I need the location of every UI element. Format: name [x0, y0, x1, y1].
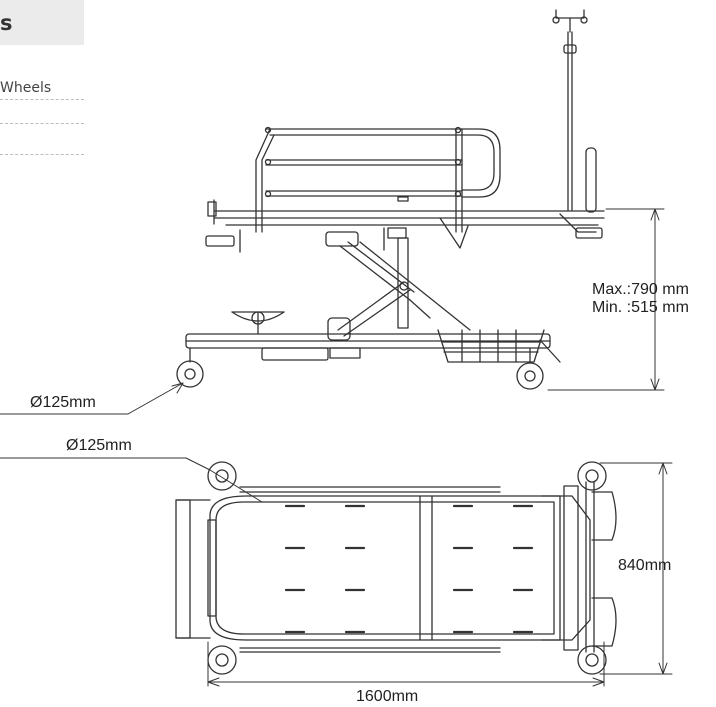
divider	[0, 154, 84, 155]
length-label: 1600mm	[356, 688, 419, 705]
wheel-leader-top	[0, 457, 263, 503]
side-wheels	[176, 347, 544, 390]
top-wheel-diameter-label: Ø125mm	[66, 437, 132, 454]
side-rail	[255, 126, 501, 233]
iv-pole	[552, 9, 588, 211]
length-dimension	[207, 641, 605, 687]
scissor-lift	[325, 227, 471, 341]
wheel-leader-side	[0, 382, 184, 415]
height-dimension	[547, 208, 665, 391]
side-view-drawing	[0, 9, 665, 415]
width-dimension	[599, 462, 673, 675]
section-tab[interactable]: s	[0, 0, 84, 45]
section-heading: s	[0, 11, 13, 35]
mattress-platform	[209, 495, 561, 641]
divider	[0, 123, 84, 124]
push-handle	[585, 147, 597, 213]
side-wheel-diameter-label: Ø125mm	[30, 394, 96, 411]
sidebar-item-label: Wheels	[0, 80, 52, 96]
divider	[0, 99, 84, 100]
sidebar-item-wheels[interactable]: Wheels	[0, 80, 51, 96]
top-view-drawing	[0, 457, 673, 687]
width-label: 840mm	[618, 557, 672, 574]
max-height-label: Max.:790 mm	[592, 281, 689, 298]
deck-frame	[205, 199, 605, 253]
top-wheels	[207, 461, 607, 675]
min-height-label: Min. :515 mm	[592, 299, 689, 316]
base-frame	[185, 311, 561, 363]
